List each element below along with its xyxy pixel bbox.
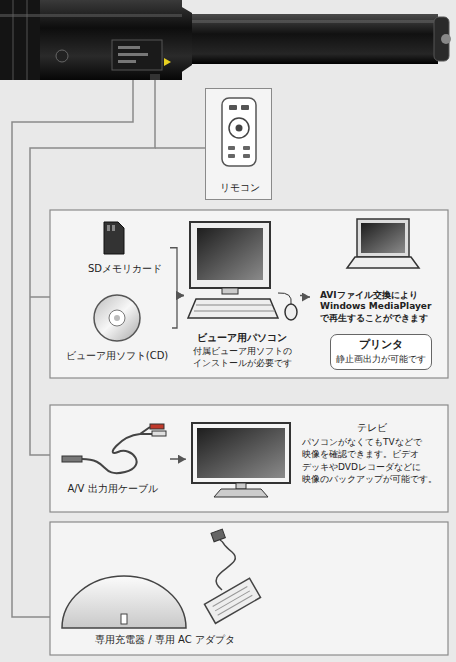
charger-icon bbox=[62, 576, 186, 628]
remote-button bbox=[229, 105, 237, 110]
node-label: ビューア用パソコン bbox=[184, 331, 300, 344]
cd-item: ビューア用ソフト(CD) bbox=[62, 292, 172, 364]
device-body bbox=[0, 0, 182, 80]
tv-base bbox=[214, 489, 268, 497]
sd-contact bbox=[112, 225, 115, 231]
node-note: パソコンがなくてもTVなどで 映像を確認できます。ビデオ デッキやDVDレコーダ… bbox=[302, 436, 444, 486]
tv-icon bbox=[192, 423, 290, 483]
sd-contact bbox=[107, 225, 110, 231]
node-note: 静止画出力が可能です bbox=[331, 354, 431, 366]
mouse-icon bbox=[285, 304, 297, 320]
body-highlight bbox=[0, 14, 182, 17]
remote-button bbox=[243, 154, 250, 158]
cable-plug bbox=[152, 431, 166, 436]
adapter-body bbox=[204, 578, 260, 623]
remote-button bbox=[228, 154, 235, 158]
laptop-screen bbox=[361, 223, 405, 253]
laptop-icon bbox=[357, 219, 409, 257]
group-panel bbox=[50, 210, 448, 378]
sd-card-item: SDメモリカード bbox=[80, 218, 170, 280]
flow-arrow bbox=[170, 458, 186, 459]
adapter-ribs bbox=[213, 587, 253, 616]
cd-center bbox=[109, 310, 125, 326]
camera-lens bbox=[441, 34, 451, 44]
device-port bbox=[150, 74, 160, 80]
control-panel bbox=[112, 40, 162, 70]
node-label: リモコン bbox=[206, 181, 273, 194]
panel-marking bbox=[118, 46, 140, 49]
grip-line bbox=[12, 0, 14, 80]
remote-button bbox=[236, 125, 243, 132]
node-label: SDメモリカード bbox=[80, 262, 170, 275]
cable-plug bbox=[150, 424, 164, 429]
sd-card-icon bbox=[104, 222, 124, 254]
keyboard-keys bbox=[194, 305, 275, 311]
cable-item: A/V 出力用ケーブル bbox=[55, 418, 170, 500]
flow-arrow bbox=[172, 296, 184, 329]
node-label: 専用充電器 / 専用 AC アダプタ bbox=[55, 633, 275, 646]
grip-line bbox=[26, 0, 28, 80]
cd-hole bbox=[114, 315, 120, 321]
panel-marking bbox=[118, 53, 148, 56]
keyboard-icon bbox=[188, 299, 278, 318]
flow-arrow bbox=[300, 296, 310, 298]
node-label: プリンタ bbox=[331, 338, 431, 352]
device-grip bbox=[0, 0, 40, 80]
device-button bbox=[56, 50, 68, 62]
monitor-screen bbox=[197, 228, 263, 280]
device-taper bbox=[170, 0, 192, 80]
remote-dpad bbox=[229, 118, 249, 138]
node-label: テレビ bbox=[302, 421, 442, 434]
tv-item: テレビパソコンがなくてもTVなどで 映像を確認できます。ビデオ デッキやDVDレ… bbox=[186, 415, 444, 507]
adapter-cable bbox=[216, 540, 235, 590]
wire bbox=[30, 296, 50, 298]
adapter-plug bbox=[211, 529, 225, 542]
laptop-base bbox=[347, 257, 419, 268]
scope-tube bbox=[188, 14, 438, 64]
tv-screen bbox=[197, 428, 285, 478]
remote-button bbox=[228, 146, 235, 150]
group-panel bbox=[50, 522, 448, 655]
monitor-icon bbox=[190, 222, 270, 288]
remote-icon bbox=[222, 98, 256, 166]
remote-panel-fill bbox=[205, 88, 272, 200]
panel-marking bbox=[118, 60, 136, 63]
node-label: AVIファイル交換により Windows MediaPlayer で再生すること… bbox=[320, 290, 444, 324]
node-label: ビューア用ソフト(CD) bbox=[62, 349, 172, 362]
cd-icon bbox=[94, 295, 140, 341]
cable-plug bbox=[62, 456, 82, 462]
adapter-icon bbox=[204, 578, 260, 623]
monitor-stand bbox=[222, 288, 238, 294]
mouse-cable bbox=[278, 293, 291, 304]
tv-neck bbox=[236, 483, 246, 489]
remote-box: リモコン bbox=[205, 88, 272, 200]
indicator-triangle bbox=[164, 58, 171, 66]
pc-item: ビューア用パソコン付属ビューア用ソフトの インストールが必要です bbox=[184, 218, 300, 373]
remote-button bbox=[241, 105, 249, 110]
remote-button bbox=[243, 146, 250, 150]
flow-arrow bbox=[170, 248, 184, 296]
wire bbox=[155, 147, 205, 149]
tube-highlight bbox=[188, 20, 438, 23]
node-label: A/V 出力用ケーブル bbox=[55, 482, 170, 495]
group-panel bbox=[50, 405, 448, 512]
charger-item: 専用充電器 / 専用 AC アダプタ bbox=[55, 530, 275, 652]
printer-box: プリンタ静止画出力が可能です bbox=[330, 334, 432, 370]
charger-slot bbox=[121, 614, 127, 624]
cable-icon bbox=[82, 427, 152, 473]
laptop-item: AVIファイル交換により Windows MediaPlayer で再生すること… bbox=[310, 213, 445, 333]
node-note: 付属ビューア用ソフトの インストールが必要です bbox=[184, 346, 300, 369]
